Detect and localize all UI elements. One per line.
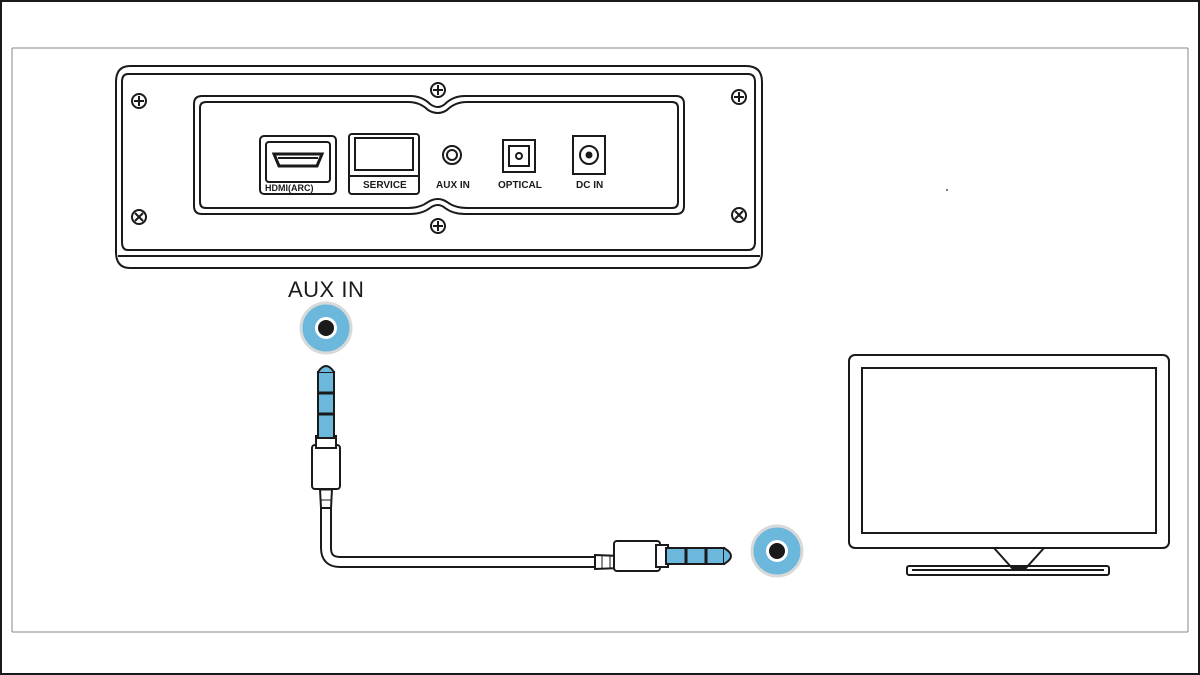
optical-port-label: OPTICAL	[498, 180, 542, 191]
hdmi-port-icon	[259, 135, 337, 195]
hdmi-port-label: HDMI(ARC)	[265, 183, 314, 193]
optical-port-icon	[502, 139, 536, 173]
soundbar-back-panel	[115, 65, 763, 269]
speck	[946, 189, 948, 191]
audio-cable-icon	[311, 365, 732, 572]
dc-in-port-icon	[572, 135, 606, 175]
aux-in-callout-jack-icon	[299, 301, 353, 355]
tv-icon	[848, 354, 1170, 576]
service-port-icon	[348, 133, 420, 195]
screw-icon	[731, 89, 747, 105]
screw-icon	[131, 209, 147, 225]
aux-in-callout-label: AUX IN	[288, 277, 365, 302]
service-port-label: SERVICE	[363, 180, 407, 191]
screw-icon	[731, 207, 747, 223]
screw-icon	[131, 93, 147, 109]
aux-jack-icon	[442, 145, 462, 165]
tv-aux-jack-icon	[750, 524, 804, 578]
dc-in-port-label: DC IN	[576, 180, 604, 191]
screw-icon	[430, 82, 446, 98]
aux-in-port-label: AUX IN	[436, 180, 470, 191]
screw-icon	[430, 218, 446, 234]
